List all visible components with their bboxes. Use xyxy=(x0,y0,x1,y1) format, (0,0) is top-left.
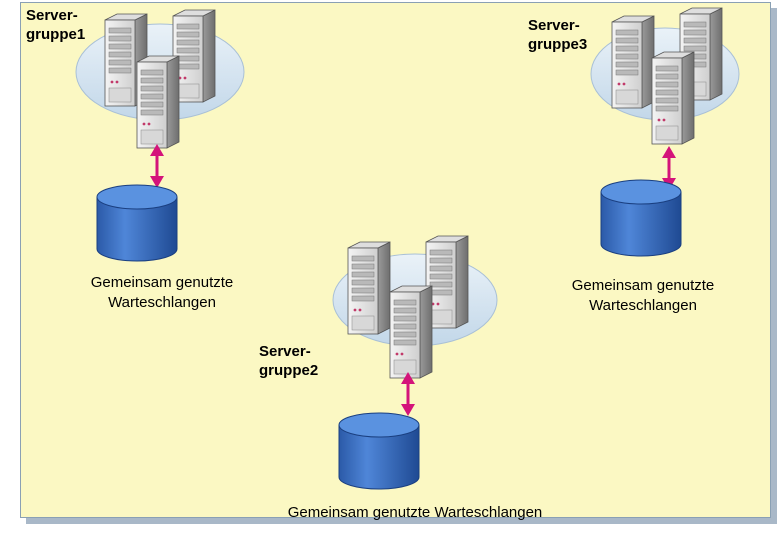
queue-label-line: Warteschlangen xyxy=(108,294,216,311)
server-group-3 xyxy=(590,7,740,145)
group-label-line: gruppe3 xyxy=(528,36,588,53)
server-group-1-label: Server- gruppe1 xyxy=(26,6,85,44)
group-label-line: gruppe2 xyxy=(259,362,319,379)
queue-label-2: Gemeinsam genutzte Warteschlangen xyxy=(287,504,543,521)
group-label-line: Server- xyxy=(528,17,580,34)
queue-cylinder-1 xyxy=(96,184,178,262)
queue-label-line: Gemeinsam genutzte xyxy=(571,277,715,294)
queue-cylinder-3 xyxy=(600,179,682,257)
server-group-2-label: Server- gruppe2 xyxy=(259,342,318,380)
server-group-1 xyxy=(75,9,245,149)
group-label-line: Server- xyxy=(259,343,311,360)
queue-label-line: Warteschlangen xyxy=(589,297,697,314)
server-group-2 xyxy=(332,235,498,379)
group-label-line: gruppe1 xyxy=(26,26,86,43)
arrow-2 xyxy=(399,370,417,418)
arrow-1 xyxy=(148,142,166,190)
queue-cylinder-2 xyxy=(338,412,420,490)
queue-label-3: Gemeinsam genutzte Warteschlangen xyxy=(538,276,748,316)
queue-label-line: Gemeinsam genutzte xyxy=(90,274,234,291)
queue-label-1: Gemeinsam genutzte Warteschlangen xyxy=(57,273,267,313)
server-group-3-label: Server- gruppe3 xyxy=(528,16,587,54)
group-label-line: Server- xyxy=(26,7,78,24)
